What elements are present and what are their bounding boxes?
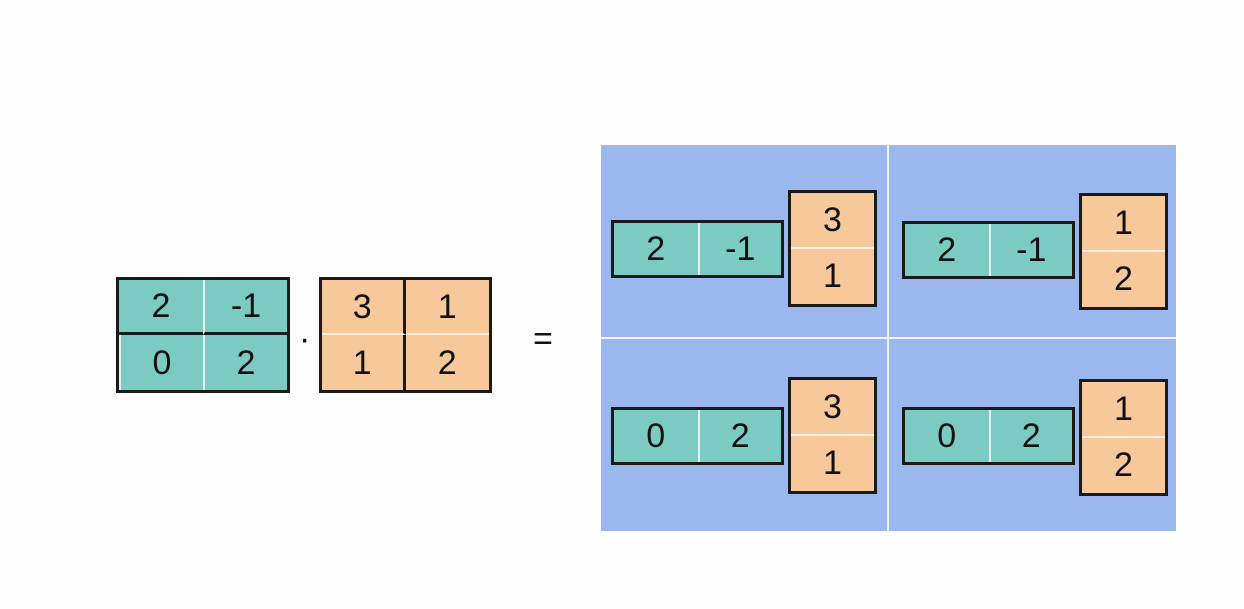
- row-vector-cell: 2: [988, 410, 1073, 462]
- column-vector-cell: 3: [791, 193, 874, 249]
- matrix-b-cell: 2: [437, 343, 457, 382]
- row-vector-cell: -1: [697, 223, 782, 275]
- row-vector: 2 -1: [611, 220, 784, 278]
- matrix-a: 2 -1 0 2: [116, 277, 290, 393]
- matrix-a-cell: 2: [119, 280, 203, 335]
- matrix-b-cell: 1: [405, 280, 489, 335]
- row-vector: 2 -1: [902, 221, 1075, 279]
- result-panel: 2 -1 3 1 2 -1 1 2 0 2 3 1 0 2: [601, 145, 1176, 531]
- matrix-a-cell: 0: [119, 335, 203, 390]
- matrix-a-cell: 2: [203, 335, 287, 390]
- row-vector-cell: 2: [697, 410, 782, 462]
- row-vector-cell: 2: [937, 231, 957, 269]
- equals-sign: =: [533, 320, 553, 358]
- row-vector-cell: 0: [937, 417, 957, 455]
- column-vector-cell: 2: [1114, 446, 1133, 485]
- matrix-b-cell: 3: [322, 280, 406, 335]
- matrix-b: 3 1 1 2: [319, 277, 492, 393]
- row-vector-cell: -1: [988, 224, 1073, 276]
- panel-divider-vertical: [887, 145, 889, 531]
- column-vector: 1 2: [1079, 193, 1168, 310]
- row-vector: 0 2: [902, 407, 1075, 465]
- column-vector-cell: 2: [1114, 260, 1133, 299]
- column-vector: 1 2: [1079, 379, 1168, 496]
- matrix-b-cell: 1: [322, 335, 406, 390]
- dot-operator: ·: [299, 320, 311, 358]
- column-vector: 3 1: [788, 190, 877, 307]
- column-vector-cell: 1: [1082, 382, 1165, 438]
- column-vector-cell: 1: [1082, 196, 1165, 252]
- matrix-a-cell: -1: [203, 280, 287, 335]
- column-vector-cell: 3: [791, 380, 874, 436]
- column-vector: 3 1: [788, 377, 877, 494]
- row-vector-cell: 0: [646, 417, 666, 455]
- row-vector-cell: 2: [646, 230, 666, 268]
- column-vector-cell: 1: [823, 257, 842, 296]
- row-vector: 0 2: [611, 407, 784, 465]
- column-vector-cell: 1: [823, 444, 842, 483]
